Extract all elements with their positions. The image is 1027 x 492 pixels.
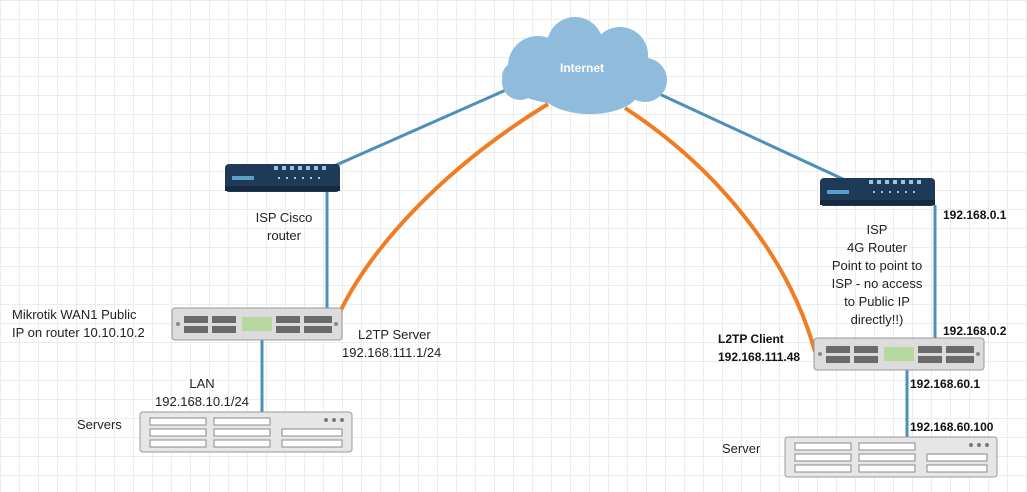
ip-client-wan: 192.168.0.2 [943,324,1007,338]
mikrotik-switch [171,307,343,341]
l2tp-client-switch [813,337,985,371]
isp-4g-router [820,178,935,206]
internet-label: Internet [560,61,605,75]
l2tp-tunnel-right [623,106,817,353]
servers-left-label: Servers [77,417,122,432]
ip-4g-router: 192.168.0.1 [943,208,1007,222]
server-right [784,436,998,478]
isp-cisco-label: ISP Cisco router [255,210,313,243]
isp-4g-label: ISP 4G Router Point to point to ISP - no… [831,222,923,327]
ip-server: 192.168.60.100 [910,420,994,434]
link-cloud-isp-4g [654,90,846,182]
server-right-label: Server [722,441,761,456]
link-cloud-isp-cisco [333,84,516,168]
l2tp-server-label: L2TP Server 192.168.111.1/24 [342,327,442,360]
internet-cloud [502,17,667,114]
l2tp-tunnel-left [338,102,550,313]
l2tp-client-label: L2TP Client 192.168.111.48 [718,332,801,364]
lan-label: LAN 192.168.10.1/24 [155,376,249,409]
mikrotik-label: Mikrotik WAN1 Public IP on router 10.10.… [12,307,145,340]
ip-client-lan: 192.168.60.1 [910,377,981,391]
isp-cisco-router [225,164,340,192]
servers-left [139,411,353,453]
